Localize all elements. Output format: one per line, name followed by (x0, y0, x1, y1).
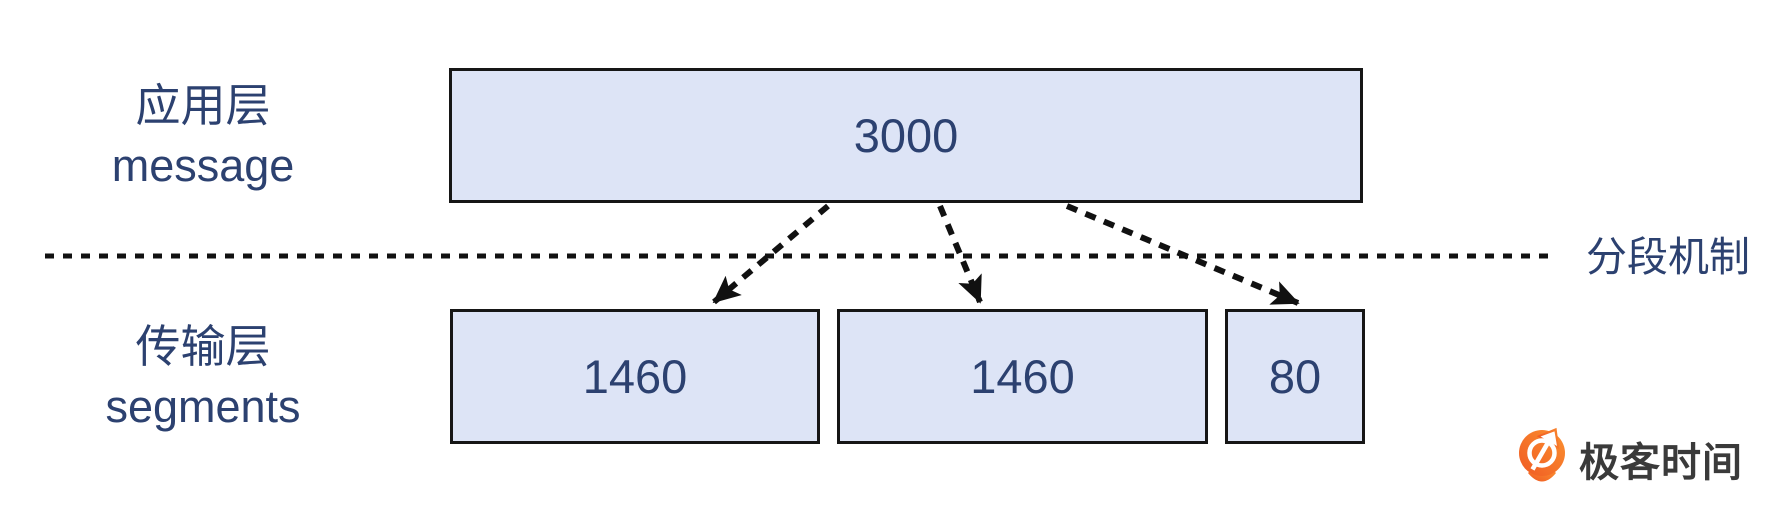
message-box: 3000 (449, 68, 1363, 203)
segment-2-size-value: 1460 (970, 350, 1075, 403)
segment-box-3: 80 (1225, 309, 1365, 444)
segment-box-1: 1460 (450, 309, 820, 444)
segmentation-arrow-3 (1065, 203, 1300, 306)
application-layer-label-en: message (111, 140, 295, 191)
transport-layer-label-en: segments (105, 381, 301, 432)
segment-box-2: 1460 (837, 309, 1208, 444)
application-layer-label: 应用层 message (63, 76, 343, 196)
segmentation-arrow-2 (937, 204, 983, 304)
segmentation-mechanism-label: 分段机制 (1586, 234, 1750, 280)
geektime-logo: 极客时间 (1516, 426, 1743, 492)
transport-layer-label: 传输层 segments (63, 317, 343, 437)
geektime-logo-icon (1519, 427, 1565, 482)
segment-1-size-value: 1460 (582, 350, 688, 403)
segmentation-arrow-1 (712, 203, 830, 305)
segment-3-size-value: 80 (1268, 350, 1322, 403)
transport-layer-label-cn: 传输层 (135, 321, 271, 372)
message-size-value: 3000 (853, 109, 959, 162)
geektime-logo-text: 极客时间 (1579, 441, 1743, 485)
application-layer-label-cn: 应用层 (135, 80, 271, 131)
